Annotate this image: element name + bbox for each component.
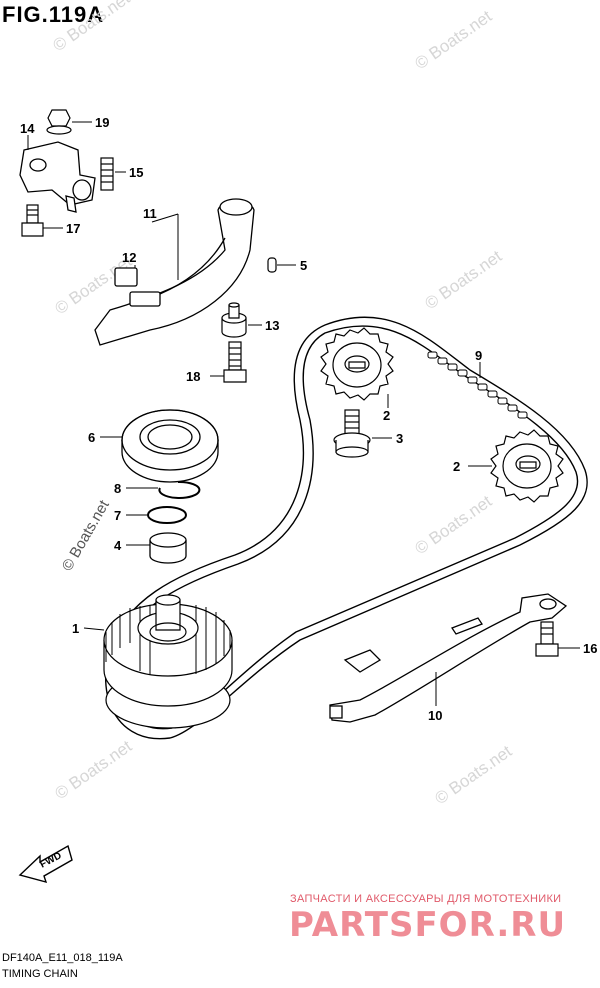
callout-19: 19 [95,115,109,130]
callout-4: 4 [114,538,122,553]
callout-12: 12 [122,250,136,265]
callout-6: 6 [88,430,95,445]
callout-labels: 14 19 15 17 11 12 5 13 18 9 2 3 2 6 8 7 … [20,115,597,723]
bolt-18 [223,341,247,383]
leader-lines [27,121,580,706]
watermark: © Boats.net [51,736,135,803]
spacer-4 [149,532,187,564]
chain-links-9 [427,351,528,419]
brand-tagline: ЗАПЧАСТИ И АКСЕССУАРЫ ДЛЯ МОТОТЕХНИКИ [290,893,562,905]
cam-sprocket-upper [320,327,394,401]
cam-sprocket-lower [490,429,564,503]
watermark: © Boats.net [431,741,515,808]
tensioner-guide-11 [94,198,255,346]
callout-18: 18 [186,369,200,384]
callout-5: 5 [300,258,307,273]
bolt-17 [21,204,44,237]
callout-1: 1 [72,621,79,636]
brand-site: PARTSFOR.RU [289,905,567,945]
stud-bolt-15 [100,157,114,191]
chain-guide-10 [329,593,568,723]
callout-16: 16 [583,641,597,656]
watermark-dark: © Boats.net [59,497,113,574]
o-ring-7 [147,506,187,524]
watermark: © Boats.net [421,246,505,313]
callout-17: 17 [66,221,80,236]
sprocket-bolt-3 [333,409,371,458]
fwd-arrow-icon: FWD [18,844,73,884]
dowel-pin-5 [267,257,277,273]
figure-name: TIMING CHAIN [2,968,78,980]
circlip-8 [158,480,201,499]
figure-title: FIG.119A [2,2,105,27]
oil-seal-6 [121,409,219,483]
callout-2-upper: 2 [383,408,390,423]
watermark: © Boats.net [411,6,495,73]
callout-8: 8 [114,481,121,496]
callout-9: 9 [475,348,482,363]
callout-10: 10 [428,708,442,723]
callout-13: 13 [265,318,279,333]
callout-7: 7 [114,508,121,523]
callout-11: 11 [143,206,157,221]
bolt-16 [535,621,559,657]
callout-3: 3 [396,431,403,446]
watermark: © Boats.net [411,491,495,558]
chain-tensioner-14 [19,141,96,213]
callout-15: 15 [129,165,143,180]
bush-13 [221,302,247,338]
cap-nut-19 [46,109,72,135]
callout-14: 14 [20,121,35,136]
crank-gear-1 [103,594,233,729]
callout-2-lower: 2 [453,459,460,474]
watermark: © Boats.net [49,0,133,55]
figure-code: DF140A_E11_018_119A [2,952,123,964]
